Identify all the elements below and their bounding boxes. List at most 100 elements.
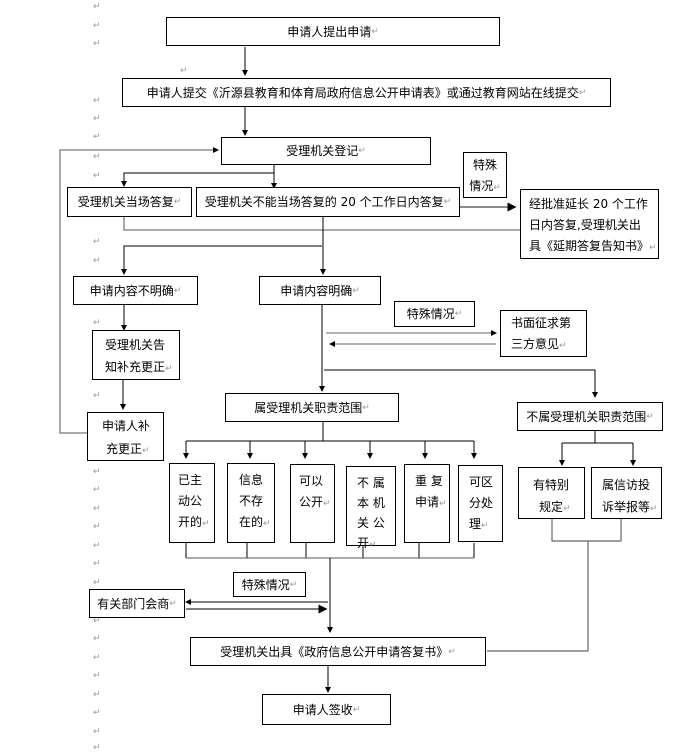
- node-label: 特殊情况: [406, 307, 455, 321]
- paragraph-mark: ↵: [93, 504, 101, 514]
- paragraph-mark: ↵: [454, 309, 463, 319]
- node-label: 已主: [178, 473, 203, 487]
- node-label: 理: [469, 517, 482, 531]
- paragraph-mark: ↵: [93, 727, 101, 737]
- node-category-nonexistent: 信息 不存 在的↵: [227, 463, 275, 543]
- paragraph-mark: ↵: [578, 87, 587, 98]
- paragraph-mark: ↵: [173, 285, 182, 296]
- node-label: 可以: [299, 474, 324, 488]
- paragraph-mark: ↵: [93, 634, 101, 644]
- paragraph-mark: ↵: [93, 485, 101, 495]
- paragraph-mark: ↵: [352, 704, 361, 715]
- node-label: 属受理机关职责范围: [254, 400, 363, 415]
- paragraph-mark: ↵: [439, 499, 447, 509]
- node-apply: 申请人提出申请↵: [166, 17, 500, 46]
- paragraph-mark: ↵: [369, 540, 377, 550]
- paragraph-mark: ↵: [371, 26, 379, 37]
- node-category-can-disclose: 可以 公开↵: [290, 464, 335, 543]
- node-label: 开: [357, 536, 370, 550]
- paragraph-mark: ↵: [93, 21, 101, 31]
- paragraph-mark: ↵: [650, 504, 658, 514]
- paragraph-mark: ↵: [263, 519, 271, 529]
- paragraph-mark: ↵: [93, 559, 101, 569]
- paragraph-mark: ↵: [93, 237, 101, 247]
- paragraph-mark: ↵: [443, 197, 452, 207]
- paragraph-mark: ↵: [289, 579, 298, 590]
- arrow-register-immediate: [121, 172, 274, 187]
- paragraph-mark: ↵: [93, 522, 101, 532]
- line-immediate-merge: [123, 217, 520, 231]
- paragraph-mark: ↵: [93, 541, 101, 551]
- node-label: 申请人提交《沂源县教育和体育局政府信息公开申请表》或通过教育网站在线提交: [146, 85, 579, 100]
- paragraph-mark: ↵: [481, 521, 489, 531]
- node-label: 重 复: [415, 474, 443, 488]
- node-within-scope: 属受理机关职责范围↵: [225, 393, 399, 422]
- node-submit: 申请人提交《沂源县教育和体育局政府信息公开申请表》或通过教育网站在线提交↵: [122, 78, 611, 107]
- node-outside-scope: 不属受理机关职责范围↵: [517, 402, 663, 431]
- node-special-case-3: 特殊情况↵: [233, 572, 306, 597]
- line-out-scope-to-reply: [487, 541, 589, 652]
- paragraph-mark: ↵: [202, 519, 210, 529]
- node-label: 申请内容明确: [280, 283, 353, 298]
- paragraph-mark: ↵: [563, 504, 571, 514]
- paragraph-mark: ↵: [362, 402, 370, 413]
- node-label: 不存: [239, 494, 264, 508]
- node-label: 本 机: [357, 496, 385, 510]
- paragraph-mark: ↵: [93, 616, 101, 626]
- node-applicant-sign: 申请人签收↵: [262, 694, 391, 725]
- node-label: 开的: [178, 515, 203, 529]
- node-label: 受理机关告: [105, 338, 166, 352]
- node-label: 在的: [239, 515, 264, 529]
- paragraph-mark: ↵: [93, 467, 101, 477]
- node-label: 申请人提出申请: [287, 24, 372, 39]
- node-label: 申请人补: [102, 419, 151, 433]
- node-label: 知补充更正: [105, 360, 166, 374]
- paragraph-mark: ↵: [93, 653, 101, 663]
- node-label: 经批准延长 20 个工作: [529, 197, 648, 211]
- node-label: 受理机关不能当场答复的 20 个工作日内答复: [204, 195, 444, 209]
- node-label: 具《延期答复告知书》: [529, 239, 650, 253]
- paragraph-mark: ↵: [93, 39, 101, 49]
- node-extension: 经批准延长 20 个工作 日内答复,受理机关出 具《延期答复告知书》↵: [520, 189, 659, 259]
- node-label: 充更正: [106, 442, 143, 456]
- node-label: 申请人签收: [292, 702, 353, 717]
- paragraph-mark: ↵: [142, 446, 150, 456]
- node-label: 受理机关登记: [286, 144, 359, 158]
- node-label: 受理机关当场答复: [77, 195, 174, 209]
- paragraph-mark: ↵: [448, 646, 456, 657]
- node-label: 公开: [299, 495, 324, 509]
- node-label: 日内答复,受理机关出: [529, 218, 641, 232]
- node-label: 申请: [415, 495, 440, 509]
- node-third-party-opinion: 书面征求第 三方意见↵: [500, 310, 587, 357]
- paragraph-mark: ↵: [358, 146, 366, 156]
- node-category-already-published: 已主 动公 开的↵: [169, 463, 215, 543]
- node-label: 受理机关出具《政府信息公开申请答复书》: [220, 644, 449, 659]
- node-label: 特殊情况: [241, 577, 290, 592]
- paragraph-mark: ↵: [649, 243, 657, 253]
- node-special-case-1: 特殊 情况↵: [463, 152, 507, 198]
- paragraph-mark: ↵: [93, 708, 101, 718]
- paragraph-mark: ↵: [93, 743, 101, 753]
- paragraph-mark: ↵: [165, 364, 173, 374]
- node-label: 三方意见: [511, 337, 560, 351]
- node-category-repeat-request: 重 复 申请↵: [404, 464, 450, 543]
- node-label: 关 公: [357, 516, 385, 530]
- node-label: 有关部门会商: [97, 596, 170, 611]
- paragraph-mark: ↵: [93, 690, 101, 700]
- paragraph-mark: ↵: [93, 96, 101, 106]
- paragraph-mark: ↵: [180, 66, 188, 76]
- node-department-consultation: 有关部门会商↵: [89, 589, 185, 618]
- node-immediate-reply: 受理机关当场答复↵: [67, 187, 192, 217]
- paragraph-mark: ↵: [93, 152, 101, 162]
- paragraph-mark: ↵: [493, 183, 501, 193]
- node-reply-within-20-days: 受理机关不能当场答复的 20 个工作日内答复↵: [196, 187, 460, 217]
- node-label: 情况: [469, 179, 494, 193]
- paragraph-mark: ↵: [93, 391, 101, 401]
- node-label: 动公: [178, 494, 203, 508]
- node-category-partial-processing: 可区 分处 理↵: [458, 465, 503, 542]
- node-label: 属信访投: [602, 478, 651, 492]
- node-label: 规定: [539, 500, 564, 514]
- node-label: 特殊: [472, 158, 497, 172]
- node-content-clear: 申请内容明确↵: [259, 276, 381, 305]
- paragraph-mark: ↵: [93, 132, 101, 142]
